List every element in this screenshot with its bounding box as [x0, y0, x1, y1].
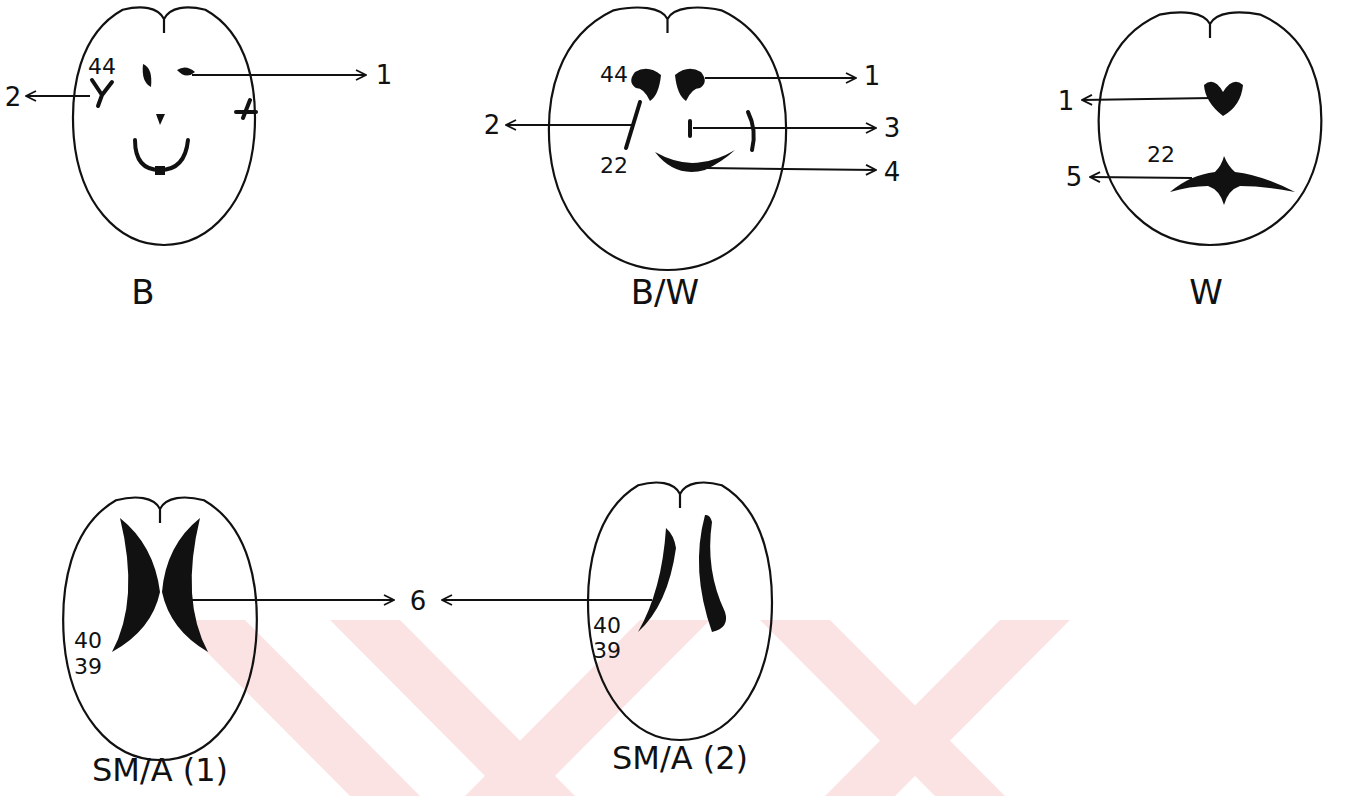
leader-arrow [705, 77, 856, 79]
leader-arrow [1090, 177, 1192, 178]
brodmann-area: 44 [600, 64, 628, 86]
sulcus-mark [748, 112, 754, 150]
brain-outline [73, 7, 255, 245]
callout-number: 3 [884, 115, 901, 141]
leader-arrow [705, 168, 876, 170]
callout-number: 5 [1066, 164, 1083, 190]
brodmann-area: 39 [74, 656, 102, 678]
activation-region [638, 528, 676, 632]
panel-caption: SM/A (1) [92, 754, 228, 786]
activation-region [675, 69, 705, 101]
activation-region [162, 518, 208, 652]
sulcus-mark [135, 140, 188, 170]
leader-arrow [192, 74, 366, 76]
sulcus-mark [688, 121, 692, 136]
brain-outline [63, 498, 257, 760]
leader-arrow [168, 599, 394, 601]
brodmann-area: 22 [1147, 144, 1175, 166]
brodmann-area: 40 [593, 615, 621, 637]
brodmann-area: 40 [74, 630, 102, 652]
activation-region [631, 69, 661, 101]
leader-arrow [26, 95, 90, 97]
callout-number: 1 [864, 63, 881, 89]
activation-region [143, 64, 152, 87]
activation-region [699, 515, 726, 632]
brain-outline [1099, 12, 1322, 245]
activation-region [1170, 156, 1295, 205]
leader-arrow [506, 124, 634, 126]
watermark [175, 620, 1070, 796]
callout-number: 2 [5, 84, 22, 110]
panel-caption: B/W [631, 275, 699, 309]
leader-arrow [442, 599, 652, 601]
callout-number: 1 [376, 62, 393, 88]
callout-number: 1 [1058, 88, 1075, 114]
sulcus-mark [236, 100, 256, 118]
panel-caption: SM/A (2) [612, 742, 748, 774]
panel-caption: B [131, 275, 154, 309]
brain-outline [549, 8, 786, 270]
callout-number: 2 [484, 112, 501, 138]
callout-number: 4 [884, 159, 901, 185]
leader-arrow [1082, 98, 1212, 100]
panel-caption: W [1189, 275, 1223, 309]
watermark-stripe [825, 620, 1070, 796]
brain-outline [588, 483, 772, 740]
brodmann-area: 44 [88, 56, 116, 78]
brodmann-area: 39 [593, 640, 621, 662]
activation-region [156, 114, 165, 125]
sulcus-mark [92, 80, 112, 106]
callout-number: 6 [410, 588, 427, 614]
leader-arrow [693, 127, 876, 129]
activation-region [112, 518, 160, 652]
brodmann-area: 22 [600, 155, 628, 177]
